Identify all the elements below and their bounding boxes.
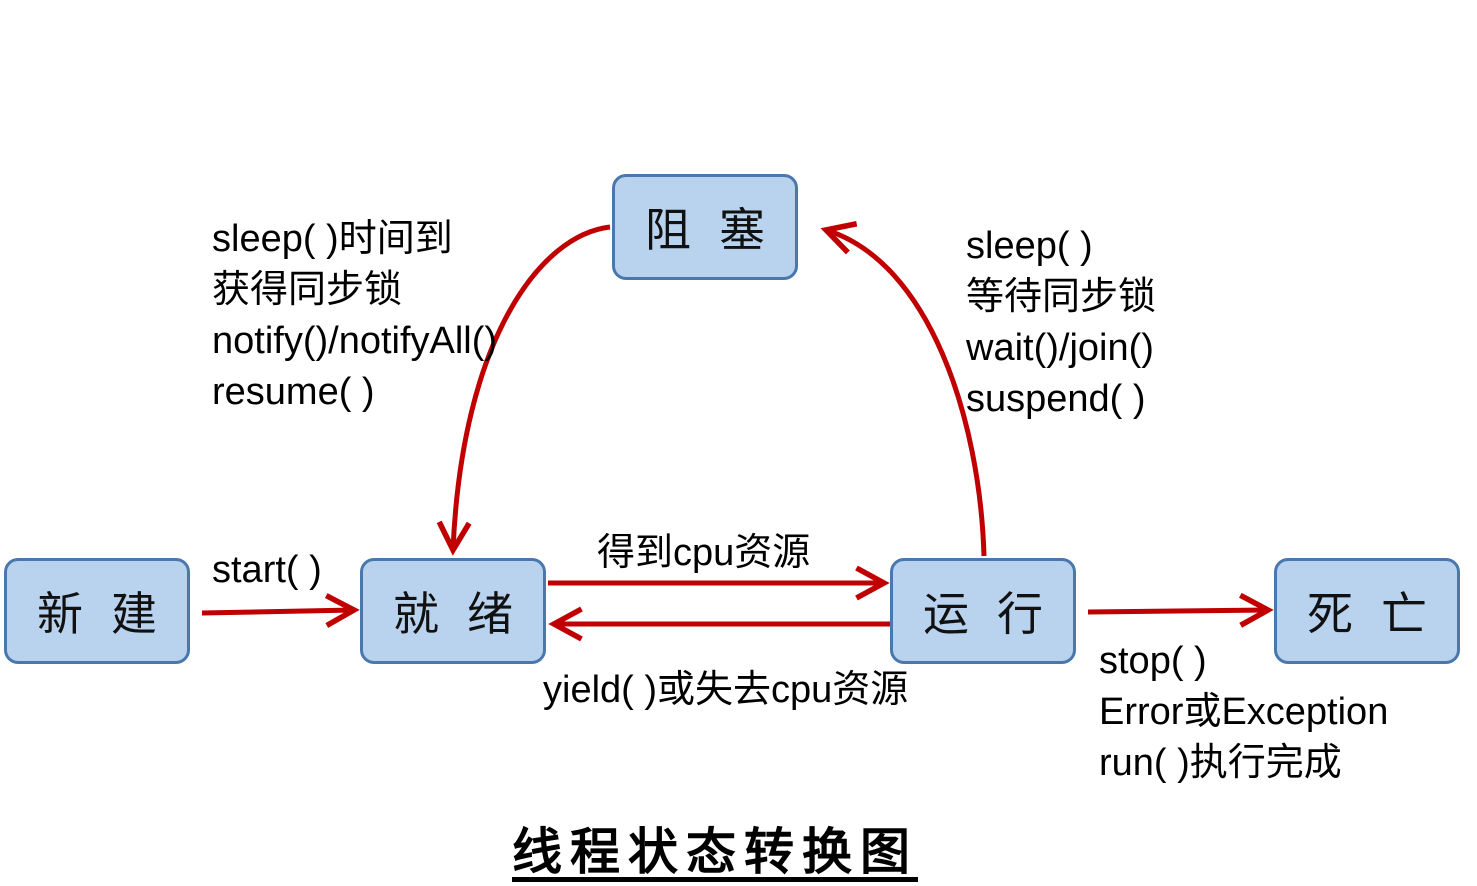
state-new: 新建: [4, 558, 190, 664]
diagram-title: 线程状态转换图: [512, 822, 918, 881]
label-line: 等待同步锁: [966, 276, 1157, 318]
label-blocked-to-ready: sleep( )时间到 获得同步锁 notify()/notifyAll() r…: [212, 214, 497, 418]
label-line: notify()/notifyAll(): [212, 320, 498, 362]
label-new-to-ready: start( ): [212, 545, 322, 596]
arrow-blocked-to-ready: [436, 224, 611, 556]
arrow-running-to-dead: [1087, 592, 1274, 628]
label-line: wait()/join(): [966, 327, 1154, 369]
arrow-new-to-ready: [201, 593, 360, 628]
label-line: resume( ): [212, 371, 375, 413]
state-ready: 就绪: [360, 558, 546, 664]
state-blocked: 阻塞: [612, 174, 798, 280]
label-line: sleep( )时间到: [212, 218, 453, 260]
label-running-to-dead: stop( ) Error或Exception run( )执行完成: [1099, 636, 1388, 789]
label-line: 获得同步锁: [212, 269, 403, 311]
label-line: sleep( ): [966, 225, 1093, 267]
label-line: 得到cpu资源: [597, 532, 811, 574]
label-line: suspend( ): [966, 378, 1146, 420]
label-ready-to-running: 得到cpu资源: [597, 528, 810, 579]
label-line: run( )执行完成: [1099, 742, 1342, 784]
label-running-to-blocked: sleep( ) 等待同步锁 wait()/join() suspend( ): [966, 221, 1156, 425]
label-line: stop( ): [1099, 640, 1207, 682]
label-line: Error或Exception: [1099, 691, 1389, 733]
label-line: start( ): [212, 549, 322, 591]
state-dead: 死亡: [1274, 558, 1460, 664]
label-running-to-ready: yield( )或失去cpu资源: [543, 665, 908, 716]
label-line: yield( )或失去cpu资源: [543, 669, 909, 711]
arrow-running-to-blocked: [820, 221, 987, 557]
state-running: 运行: [890, 558, 1076, 664]
